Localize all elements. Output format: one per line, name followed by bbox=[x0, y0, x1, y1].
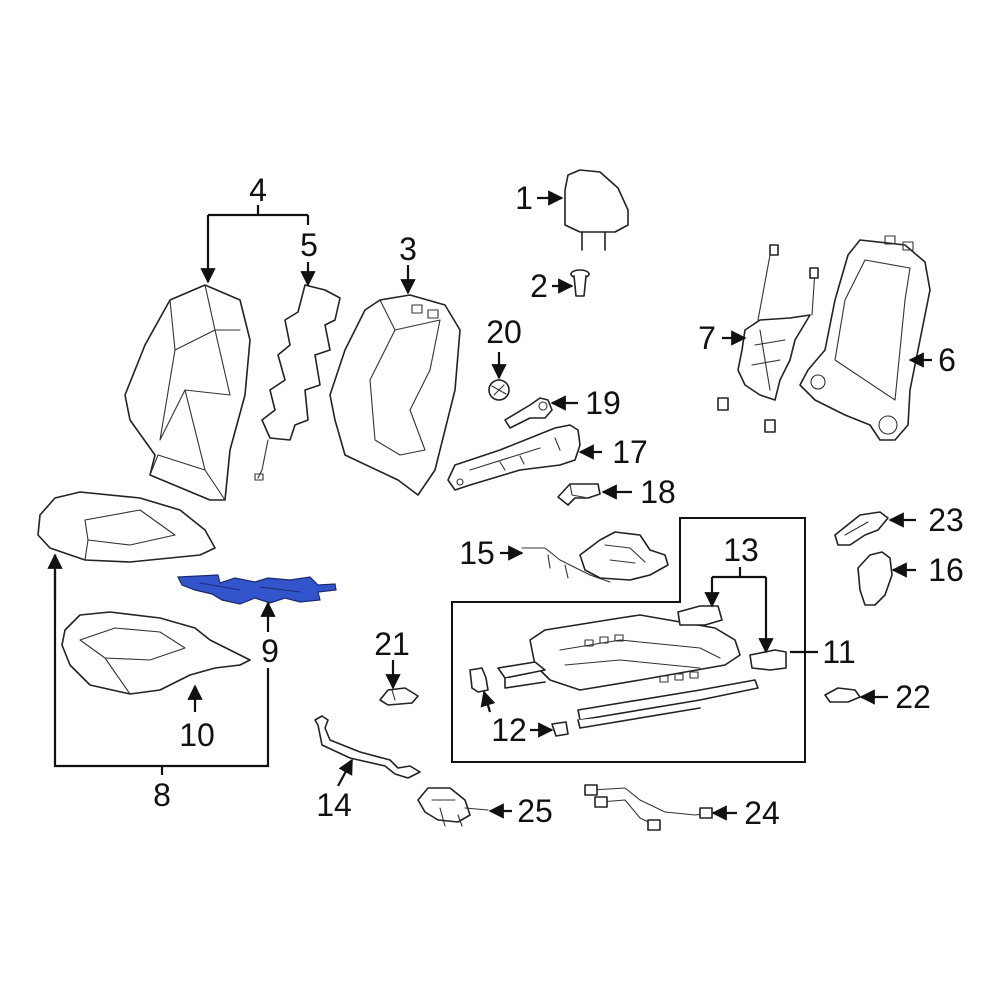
leader-12a bbox=[480, 690, 496, 713]
callout-10: 10 bbox=[179, 717, 215, 753]
part-17-side-shield[interactable] bbox=[447, 424, 581, 491]
callout-6: 6 bbox=[938, 342, 956, 378]
part-9-cushion-heater[interactable] bbox=[177, 574, 337, 605]
callout-17: 17 bbox=[612, 434, 648, 470]
part-21-clip[interactable] bbox=[379, 687, 419, 706]
callout-16: 16 bbox=[928, 552, 964, 588]
part-24-wire-harness[interactable] bbox=[584, 784, 713, 831]
part-16-cover[interactable] bbox=[857, 551, 893, 606]
callout-9: 9 bbox=[261, 633, 279, 669]
part-14-rod[interactable] bbox=[314, 715, 421, 779]
part-4-seatback-cover[interactable] bbox=[124, 284, 251, 501]
leader-14 bbox=[337, 758, 353, 787]
callout-15: 15 bbox=[459, 535, 495, 571]
part-6-seatback-frame[interactable] bbox=[799, 235, 931, 441]
part-23-cover[interactable] bbox=[834, 511, 889, 546]
callout-12: 12 bbox=[491, 712, 527, 748]
callout-24: 24 bbox=[744, 795, 780, 831]
callout-11: 11 bbox=[822, 634, 855, 670]
part-7-lumbar-support[interactable] bbox=[717, 244, 819, 433]
part-18-bracket[interactable] bbox=[557, 483, 601, 506]
callout-2: 2 bbox=[530, 268, 548, 304]
part-1-headrest[interactable] bbox=[564, 169, 629, 251]
part-11-seat-adjuster-box[interactable] bbox=[451, 517, 806, 763]
callout-18: 18 bbox=[640, 474, 676, 510]
callout-25: 25 bbox=[517, 793, 553, 829]
callout-4: 4 bbox=[249, 172, 267, 208]
part-15-bracket-assembly[interactable] bbox=[521, 531, 669, 583]
callout-23: 23 bbox=[928, 502, 964, 538]
callout-20: 20 bbox=[486, 314, 522, 350]
callout-22: 22 bbox=[895, 679, 931, 715]
part-2-headrest-guide[interactable] bbox=[570, 269, 590, 297]
part-8-seat-cushion-assembly[interactable] bbox=[37, 491, 216, 563]
callout-13: 13 bbox=[723, 532, 759, 568]
callout-5: 5 bbox=[300, 227, 318, 263]
part-20-knob[interactable] bbox=[488, 379, 510, 401]
callout-8: 8 bbox=[153, 777, 171, 813]
callout-19: 19 bbox=[585, 385, 621, 421]
part-22-clip[interactable] bbox=[824, 687, 861, 703]
callout-1: 1 bbox=[515, 180, 533, 216]
part-25-switch[interactable] bbox=[417, 787, 489, 827]
callout-14: 14 bbox=[316, 787, 352, 823]
part-5-seatback-heater[interactable] bbox=[254, 284, 341, 481]
part-19-lever[interactable] bbox=[504, 397, 553, 429]
callout-7: 7 bbox=[698, 320, 716, 356]
callout-3: 3 bbox=[399, 231, 417, 267]
callout-21: 21 bbox=[374, 626, 410, 662]
part-10-cushion-pad[interactable] bbox=[61, 611, 251, 695]
part-3-seatback-pad[interactable] bbox=[329, 294, 461, 496]
